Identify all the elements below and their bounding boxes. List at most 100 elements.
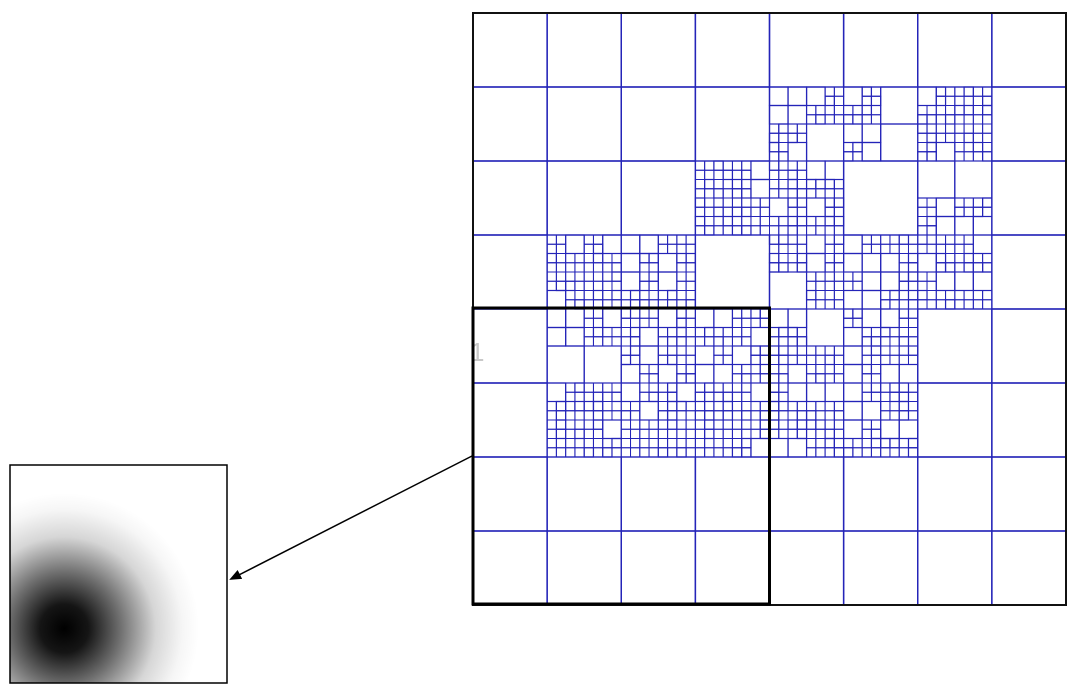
mesh-cell [889, 289, 900, 301]
mesh-cell [685, 410, 696, 421]
mesh-cell [546, 280, 557, 291]
mesh-cell [685, 262, 696, 273]
mesh-cell [898, 382, 910, 393]
mesh-cell [787, 234, 798, 245]
mesh-cell [611, 336, 622, 347]
mesh-cell [694, 438, 706, 449]
mesh-cell [694, 401, 706, 412]
mesh-cell [565, 391, 576, 402]
mesh-cell [796, 132, 808, 143]
mesh-cell [870, 419, 882, 430]
mesh-cell [898, 243, 909, 254]
mesh-cell [833, 262, 845, 273]
mesh-cell [704, 197, 715, 208]
mesh-cell [907, 410, 919, 421]
mesh-cell [991, 86, 1067, 162]
mesh-cell [880, 345, 891, 356]
mesh-cell [704, 216, 715, 227]
mesh-cell [806, 401, 817, 412]
mesh-cell [805, 419, 817, 430]
mesh-cell [972, 253, 984, 264]
mesh-cell [815, 216, 826, 227]
mesh-cell [611, 437, 622, 449]
mesh-cell [667, 345, 678, 356]
mesh-cell [620, 234, 641, 255]
mesh-cell [972, 141, 984, 153]
mesh-cell [741, 206, 752, 218]
mesh-cell [676, 271, 687, 282]
mesh-cell [574, 391, 585, 402]
mesh-cell [768, 160, 780, 171]
mesh-cell [722, 327, 733, 338]
mesh-cell [565, 326, 585, 347]
mesh-cell [861, 382, 872, 393]
mesh-cell [907, 437, 919, 449]
mesh-cell [769, 179, 780, 190]
mesh-cell [676, 410, 687, 421]
mesh-cell [676, 280, 687, 291]
mesh-cell [861, 419, 872, 430]
mesh-cell [592, 428, 604, 439]
mesh-cell [982, 123, 993, 134]
mesh-cell [833, 419, 845, 430]
mesh-cell [602, 234, 622, 255]
mesh-cell [722, 354, 733, 365]
mesh-cell [945, 86, 956, 97]
mesh-cell [657, 419, 669, 430]
mesh-cell [704, 169, 715, 180]
mesh-cell [565, 290, 576, 301]
mesh-cell [648, 280, 659, 291]
mesh-cell [982, 262, 993, 273]
mesh-cell [731, 188, 743, 199]
mesh-cell [666, 410, 678, 421]
mesh-cell [907, 308, 919, 319]
mesh-cell [870, 336, 882, 347]
mesh-cell [592, 438, 604, 449]
mesh-cell [657, 308, 678, 329]
mesh-cell [824, 299, 835, 310]
mesh-cell [639, 262, 650, 273]
mesh-cell [620, 336, 632, 347]
mesh-cell [768, 132, 780, 144]
mesh-cell [602, 253, 613, 264]
mesh-cell [843, 252, 863, 273]
mesh-cell [935, 197, 956, 218]
mesh-cell [787, 437, 808, 458]
mesh-cell [630, 354, 641, 365]
mesh-cell [833, 197, 845, 208]
mesh-cell [769, 243, 780, 254]
mesh-cell [555, 243, 567, 254]
mesh-cell [833, 243, 845, 254]
mesh-cell [722, 382, 733, 393]
mesh-cell [639, 391, 650, 402]
mesh-cell [602, 336, 613, 347]
mesh-cell [907, 382, 919, 393]
mesh-cell [630, 317, 641, 328]
mesh-cell [602, 271, 613, 282]
mesh-cell [546, 160, 622, 236]
mesh-cell [843, 142, 854, 153]
mesh-cell [722, 160, 733, 171]
mesh-cell [648, 428, 659, 439]
mesh-cell [880, 308, 900, 329]
mesh-cell [963, 114, 974, 125]
mesh-cell [694, 169, 706, 180]
mesh-cell [824, 178, 835, 190]
mesh-cell [824, 437, 835, 449]
mesh-cell [833, 280, 845, 291]
mesh-cell [926, 299, 937, 310]
mesh-cell [824, 290, 835, 301]
mesh-cell [676, 308, 687, 319]
mesh-cell [630, 410, 641, 421]
mesh-cell [787, 215, 798, 227]
mesh-cell [917, 308, 993, 384]
mesh-cell [574, 290, 585, 301]
mesh-cell [824, 428, 835, 440]
mesh-cell [546, 86, 622, 162]
mesh-cell [611, 253, 622, 264]
mesh-cell [722, 428, 733, 439]
mesh-cell [731, 169, 743, 180]
mesh-cell [898, 363, 919, 384]
mesh-cell [704, 419, 715, 430]
mesh-cell [815, 428, 826, 439]
